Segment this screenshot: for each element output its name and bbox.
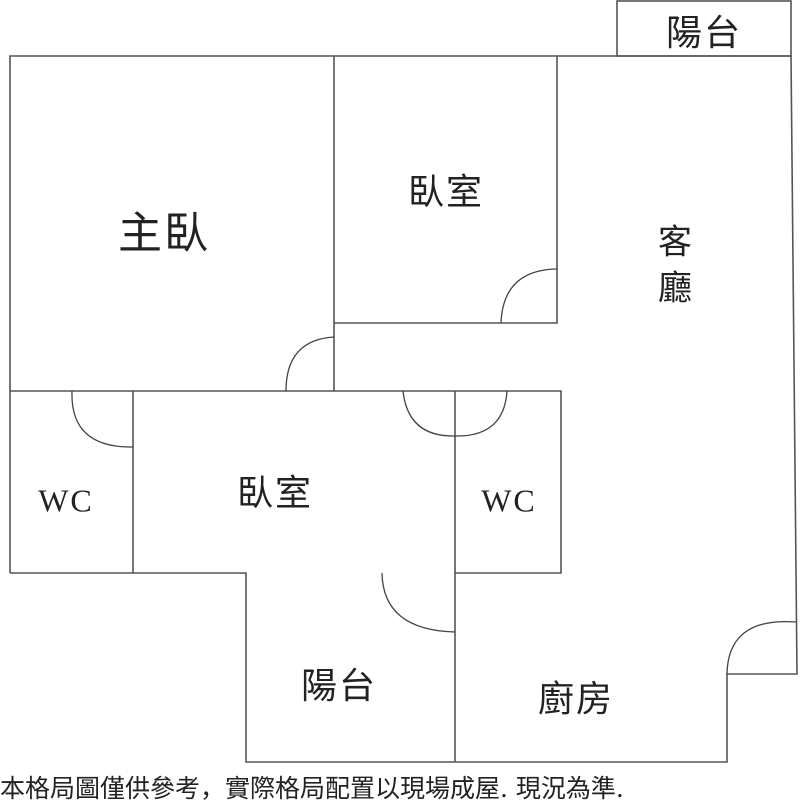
room-label-wc-right: WC <box>481 482 537 519</box>
room-label-bedroom-lower: 臥室 <box>236 473 314 514</box>
door-wc-left <box>71 390 134 448</box>
room-label-living-room-1: 客 <box>658 222 694 263</box>
door-bedroom-lower <box>402 390 456 437</box>
door-kitchen-side <box>726 620 797 675</box>
room-label-bedroom-upper: 臥室 <box>407 172 485 213</box>
door-balcony-bottom <box>381 572 456 633</box>
disclaimer-text: 本格局圖僅供參考，實際格局配置以現場成屋. 現況為準. <box>0 774 624 803</box>
room-label-living-room-2: 廳 <box>658 268 694 309</box>
walls <box>9 0 798 763</box>
outer-wall <box>9 55 798 763</box>
door-wc-right <box>454 390 508 437</box>
room-label-wc-left: WC <box>38 482 94 519</box>
room-label-kitchen: 廚房 <box>537 679 615 720</box>
room-label-master-bedroom: 主臥 <box>118 208 210 259</box>
door-master-bedroom <box>285 336 335 392</box>
door-bedroom-upper <box>500 268 558 324</box>
room-label-balcony-bottom: 陽台 <box>300 666 378 707</box>
bedroom-upper-wall <box>334 56 558 324</box>
doors <box>71 268 797 675</box>
room-label-balcony-top: 陽台 <box>665 13 743 54</box>
